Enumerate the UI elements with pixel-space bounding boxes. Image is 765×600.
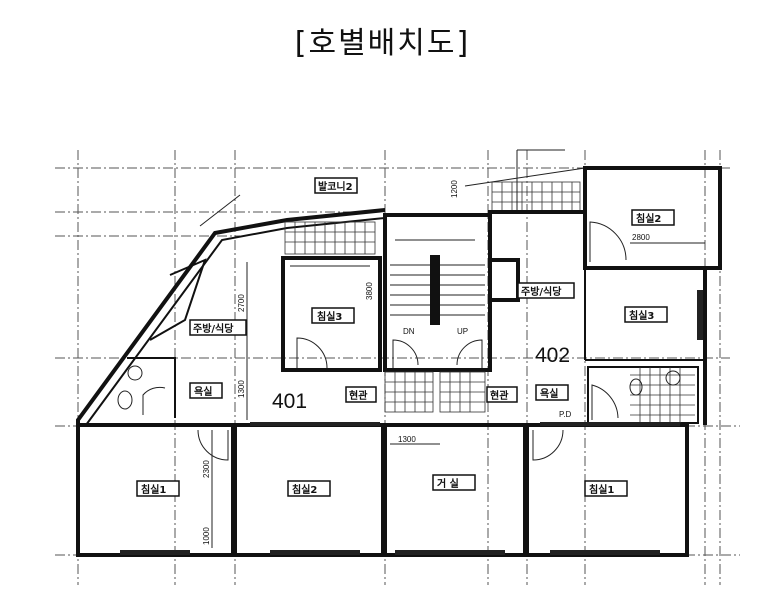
- label-402-bedroom1: 침실1: [584, 480, 628, 497]
- svg-text:침실3: 침실3: [629, 309, 654, 322]
- svg-text:1000: 1000: [202, 527, 211, 545]
- svg-text:1200: 1200: [450, 180, 459, 198]
- label-402-bath: 욕실: [535, 384, 569, 401]
- label-401-entrance: 현관: [345, 386, 377, 403]
- svg-text:현관: 현관: [349, 389, 368, 402]
- pd-annotation: P.D: [559, 410, 572, 419]
- lower-rooms: [76, 422, 689, 557]
- svg-text:침실2: 침실2: [636, 212, 661, 225]
- svg-text:발코니2: 발코니2: [318, 180, 353, 193]
- label-401-bedroom2: 침실2: [287, 480, 331, 497]
- unit-401-walls: [76, 194, 386, 426]
- svg-text:현관: 현관: [490, 389, 509, 402]
- svg-text:2300: 2300: [202, 460, 211, 478]
- label-402-bedroom2: 침실2: [631, 209, 675, 226]
- label-401-bedroom1: 침실1: [136, 480, 180, 497]
- stair-core: DN UP: [383, 213, 492, 413]
- svg-text:3800: 3800: [365, 282, 374, 300]
- label-401-bath: 욕실: [189, 382, 223, 399]
- label-401-balcony2: 발코니2: [314, 177, 358, 194]
- unit-402-walls: [488, 166, 722, 425]
- room-labels: 발코니2 주방/식당 침실3 욕실 현관 현관 주방/식당 침실2: [136, 177, 675, 497]
- balcony-402-tiles: [464, 149, 586, 213]
- svg-text:욕실: 욕실: [540, 387, 558, 400]
- label-401-kitchen: 주방/식당: [189, 319, 247, 336]
- svg-text:1300: 1300: [237, 380, 246, 398]
- svg-text:욕실: 욕실: [194, 385, 212, 398]
- unit-402-number: 402: [535, 344, 570, 367]
- label-402-kitchen: 주방/식당: [517, 282, 575, 299]
- svg-text:침실1: 침실1: [589, 483, 614, 496]
- label-living-room: 거 실: [432, 474, 476, 491]
- svg-text:주방/식당: 주방/식당: [521, 285, 562, 298]
- svg-text:주방/식당: 주방/식당: [193, 322, 234, 335]
- label-402-entrance: 현관: [486, 386, 518, 403]
- svg-text:침실1: 침실1: [141, 483, 166, 496]
- svg-text:2700: 2700: [237, 294, 246, 312]
- page-title: [호별배치도]: [294, 26, 471, 61]
- svg-text:침실3: 침실3: [317, 310, 342, 323]
- unit-401-number: 401: [272, 390, 307, 413]
- svg-text:2800: 2800: [632, 233, 650, 242]
- svg-text:침실2: 침실2: [292, 483, 317, 496]
- balcony-401-tiles: [284, 221, 376, 255]
- stair-up-label: UP: [457, 327, 468, 336]
- svg-text:거 실: 거 실: [437, 477, 459, 490]
- svg-text:1300: 1300: [398, 435, 416, 444]
- dimension-labels: 2700 1300 3800 2800 2300 1000 1300 1200: [202, 180, 650, 545]
- label-401-bedroom3: 침실3: [311, 307, 355, 324]
- stair-down-label: DN: [403, 327, 415, 336]
- label-402-bedroom3: 침실3: [624, 306, 668, 323]
